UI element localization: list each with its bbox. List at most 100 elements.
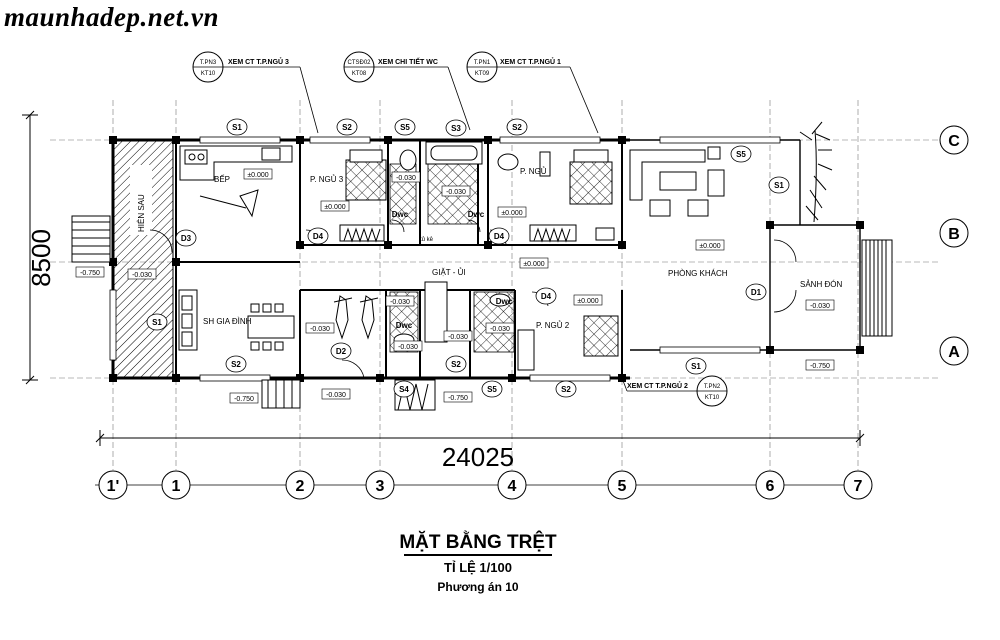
wardrobe-pn1 [529,224,615,243]
tag-s2-bottom-3: S2 [561,385,571,394]
level-pn2: ±0.000 [577,298,598,305]
level-porch: -0.030 [132,272,152,279]
callout-wc-text: XEM CHI TIẾT WC [378,56,438,66]
windows [109,136,781,382]
detail-callout-bubbles [192,51,728,407]
level-front: -0.750 [810,363,830,370]
tag-d2: D2 [336,347,347,356]
grid-row-b: B [948,226,960,243]
back-stairs [71,215,111,263]
family-sofa [178,289,198,351]
tag-s1-sanh: S1 [774,181,784,190]
tag-dwc-2: Dwc [468,210,485,219]
tag-s5-top: S5 [400,123,410,132]
level-wc4: -0.030 [490,326,510,333]
level-wc2: -0.030 [446,189,466,196]
tag-s2-top: S2 [342,123,352,132]
callout-wc-top: CTSĐ02 [347,60,371,66]
title-underline [404,554,552,556]
wardrobe-pn2 [517,329,535,371]
level-back-stair: -0.750 [80,270,100,277]
grid-col-1prime: 1' [107,478,120,495]
level-wc5: -0.030 [398,344,418,351]
overall-width-dimension: 24025 [442,442,514,472]
level-laundry: -0.030 [448,334,468,341]
tag-d3: D3 [181,234,192,243]
tag-d4-pn2: D4 [541,292,552,301]
rear-stairs-garage [261,379,436,411]
grid-col-1: 1 [172,478,181,495]
room-sh-gia-dinh: SH GIA ĐÌNH [203,317,252,326]
room-hien-sau: HIÊN SAU [137,194,146,232]
callout-pn2-bottom: KT10 [705,395,720,401]
room-p-ngu: P. NGỦ [520,167,547,176]
bed-pn3 [345,149,387,201]
callout-pn3-top: T.PN3 [200,60,217,66]
bed-pn2 [583,315,619,357]
tag-s2-top-2: S2 [512,123,522,132]
overall-height-dimension: 8500 [26,229,56,287]
level-garage: -0.030 [310,326,330,333]
grid-col-5: 5 [618,478,627,495]
level-sanh: -0.030 [810,303,830,310]
tag-s2-bottom-1: S2 [231,360,241,369]
callout-pn3-text: XEM CT T.P.NGỦ 3 [228,57,289,66]
level-pn1: ±0.000 [501,210,522,217]
grid-col-2: 2 [296,478,305,495]
tag-s5-living: S5 [736,150,746,159]
tag-s5-bottom: S5 [487,385,497,394]
tag-s1-top: S1 [232,123,242,132]
plant-decoration [799,121,833,223]
tag-dwc-4: Dwc [496,297,513,306]
level-corridor: ±0.000 [523,261,544,268]
tag-s3-top: S3 [451,124,461,133]
room-tu-ke: tủ kê [420,236,434,243]
callout-wc-bottom: KT08 [352,71,367,77]
grid-col-3: 3 [376,478,385,495]
grid-row-a: A [948,344,960,361]
level-boxes [75,168,835,404]
callout-pn1-bottom: KT09 [475,71,490,77]
room-sanh-don: SẢNH ĐÓN [800,280,842,289]
drawing-scale: TỈ LỆ 1/100 [444,560,512,575]
level-rear-3: -0.750 [448,395,468,402]
bed-pn1 [569,149,613,205]
opening-tags [146,118,790,398]
site-watermark: maunhadep.net.vn [4,2,220,32]
wardrobe-pn3 [339,224,385,243]
level-rear-1: -0.750 [234,396,254,403]
grid-row-c: C [948,133,960,150]
tag-s2-bottom-2: S2 [451,360,461,369]
room-phong-khach: PHÒNG KHÁCH [668,269,728,278]
room-bep: BẾP [214,174,230,184]
tag-d4-pn3: D4 [313,232,324,241]
room-p-ngu-2: P. NGỦ 2 [536,321,570,330]
callout-pn1-top: T.PN1 [474,60,491,66]
grid-bubbles-rows [939,125,969,366]
room-p-ngu-3: P. NGỦ 3 [310,175,344,184]
level-living: ±0.000 [699,243,720,250]
living-sofa [629,146,725,217]
grid-col-6: 6 [766,478,775,495]
kitchen-counter [179,145,293,218]
front-stairs [861,239,893,337]
callout-pn2-text: XEM CT T.P.NGỦ 2 [627,381,688,390]
dining-table [247,303,295,351]
level-pn3: ±0.000 [324,204,345,211]
tag-s4: S4 [399,385,409,394]
drawing-title: MẶT BẰNG TRỆT [399,532,557,553]
tag-s1-bottom: S1 [691,362,701,371]
level-bep: ±0.000 [247,172,268,179]
level-wc1: -0.030 [396,175,416,182]
callout-pn1-text: XEM CT T.P.NGỦ 1 [500,57,561,66]
grid-col-4: 4 [508,478,517,495]
callout-pn3-bottom: KT10 [201,71,216,77]
grid-col-7: 7 [854,478,863,495]
tag-s1-back: S1 [152,318,162,327]
tag-dwc-1: Dwc [392,210,409,219]
drawing-option: Phương án 10 [437,580,519,594]
level-rear-2: -0.030 [326,392,346,399]
grid-bubbles-columns [98,470,873,500]
level-wc3: -0.030 [390,299,410,306]
tag-d4-pn1: D4 [494,232,505,241]
